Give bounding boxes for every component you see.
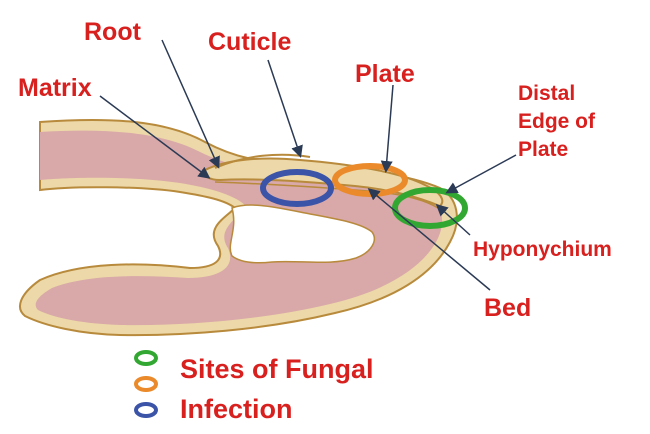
legend-line2: Infection — [180, 394, 293, 424]
legend-line1: Sites of Fungal — [180, 354, 374, 384]
plate-pointer — [380, 84, 394, 173]
label-bed: Bed — [484, 294, 531, 322]
label-distal-line2: Edge of — [518, 110, 596, 133]
finger-tissue — [19, 118, 458, 337]
label-matrix: Matrix — [18, 74, 92, 102]
matrix-pointer — [99, 95, 211, 179]
labels: Root Cuticle Matrix Plate Distal Edge of… — [18, 18, 612, 322]
legend: Sites of Fungal Infection — [134, 350, 374, 424]
bone-gap — [229, 204, 376, 264]
label-distal-line1: Distal — [518, 82, 575, 105]
green-ring — [392, 187, 468, 229]
blue-ring — [260, 169, 334, 207]
label-root: Root — [84, 18, 142, 46]
legend-orange-ring — [134, 376, 158, 392]
label-plate: Plate — [355, 60, 415, 88]
legend-blue-ring — [134, 402, 158, 418]
label-cuticle: Cuticle — [208, 28, 291, 56]
hyponychium-pointer — [435, 203, 471, 236]
cuticle-pointer — [267, 59, 303, 158]
pointer-lines — [99, 39, 517, 291]
root-pointer — [161, 39, 220, 169]
bed-pointer — [367, 188, 491, 291]
legend-green-ring — [134, 350, 158, 366]
label-hyponychium: Hyponychium — [473, 238, 612, 261]
label-distal-line3: Plate — [518, 138, 568, 161]
distal-pointer — [445, 154, 517, 194]
nail-bed-line — [214, 181, 439, 209]
